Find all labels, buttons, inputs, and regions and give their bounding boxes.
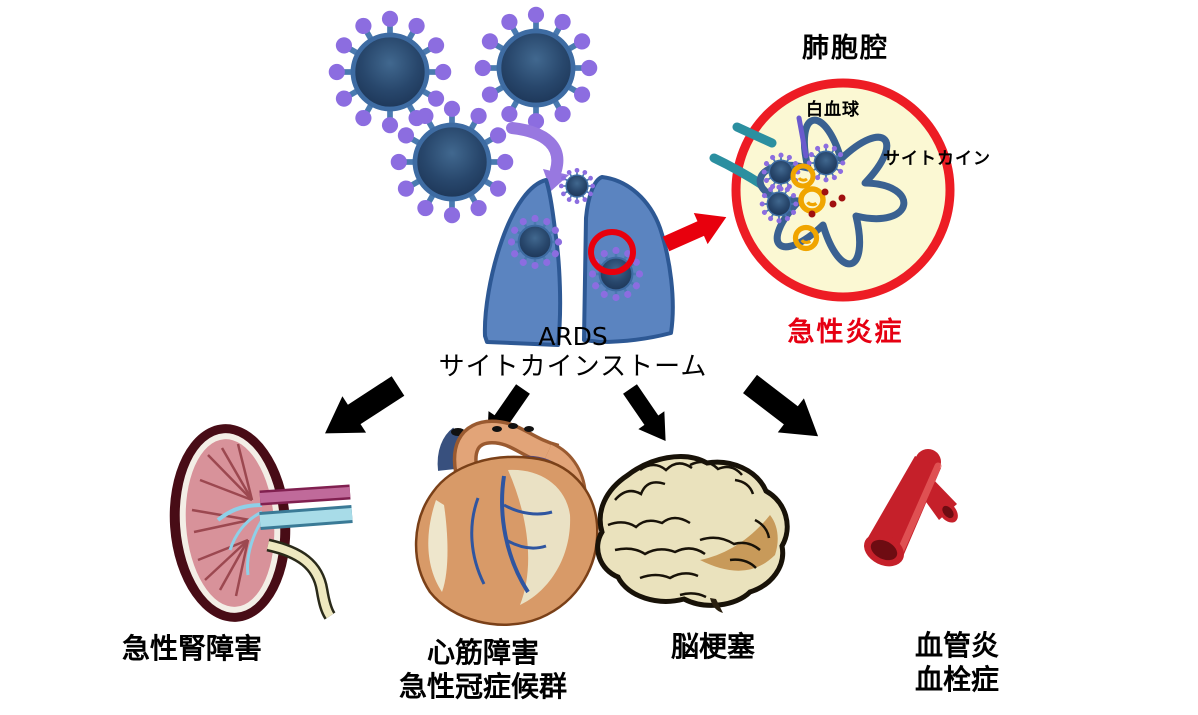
brain-label-line: 脳梗塞 bbox=[670, 630, 755, 663]
cytokine-label: サイトカイン bbox=[883, 149, 991, 169]
heart-label: 心筋障害 急性冠症候群 bbox=[381, 636, 585, 704]
alveolus-circle-icon bbox=[709, 78, 955, 302]
inflammation-dots bbox=[808, 188, 846, 218]
red-highlight-circle bbox=[588, 229, 636, 275]
ards-label: ARDS bbox=[538, 322, 608, 351]
wbc-label: 白血球 bbox=[806, 100, 860, 120]
acute-inflammation-label: 急性炎症 bbox=[787, 317, 904, 348]
brain-icon bbox=[595, 454, 790, 613]
kidney-icon bbox=[169, 424, 353, 622]
virus-icon bbox=[329, 7, 598, 224]
kidney-label-line: 急性腎障害 bbox=[121, 632, 262, 665]
heart-label-line1: 心筋障害 bbox=[426, 636, 539, 669]
brain-label: 脳梗塞 bbox=[633, 630, 793, 664]
blood-vessel-icon bbox=[864, 449, 958, 567]
vessel-label-line2: 血栓症 bbox=[914, 663, 999, 696]
alveolar-space-title: 肺胞腔 bbox=[802, 33, 889, 64]
lungs-icon bbox=[482, 168, 675, 347]
ards-label-block: ARDS サイトカインストーム bbox=[438, 322, 708, 383]
vessel-label: 血管炎 血栓症 bbox=[876, 629, 1038, 697]
red-arrow-icon bbox=[662, 213, 727, 252]
kidney-label: 急性腎障害 bbox=[92, 632, 292, 666]
heart-label-line2: 急性冠症候群 bbox=[398, 670, 567, 703]
heart-icon bbox=[414, 419, 599, 626]
vessel-label-line1: 血管炎 bbox=[914, 629, 999, 662]
cytokine-storm-label: サイトカインストーム bbox=[438, 352, 708, 382]
